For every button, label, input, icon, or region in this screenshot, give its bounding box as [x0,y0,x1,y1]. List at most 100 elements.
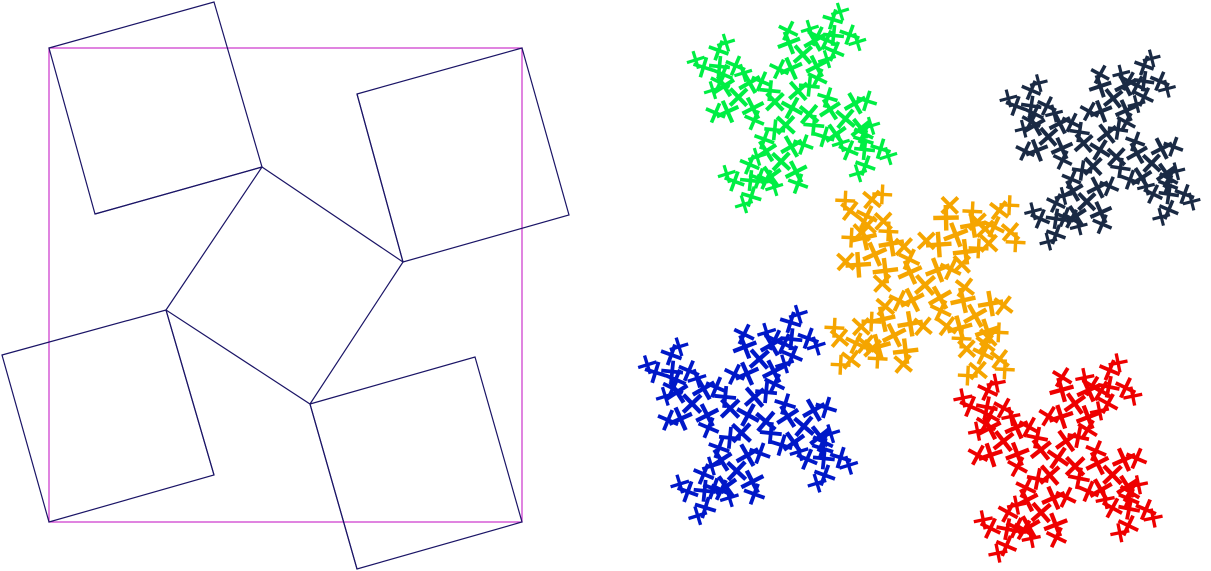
fractal-cross-arm [1149,508,1157,528]
fractal-cross-arm [1077,191,1097,212]
fractal-cross-arm [810,114,817,136]
fractal-cross-arm [1083,156,1103,177]
fractal-cross-arm [1090,440,1103,462]
fractal-cross-arm [917,231,936,251]
fractal-cross-arm [1085,455,1110,471]
fractal-cluster-navy [999,49,1201,251]
fractal-cross-arm [673,406,688,431]
fractal-cross-arm [832,317,837,338]
fractal-cross-arm [861,138,868,161]
fractal-cross-arm [1119,377,1132,399]
fractal-cross-arm [708,45,730,56]
fractal-cross-arm [748,109,761,131]
fractal-cross-arm [740,191,762,202]
fractal-cross-arm [780,393,791,416]
link-tl [94,166,263,215]
fractal-cross-arm [1040,95,1053,116]
fractal-cross-arm [1187,192,1196,211]
fractal-cross-arm [695,376,712,401]
fractal-cross-arm [875,138,886,160]
fractal-cross-arm [1014,124,1033,133]
fractal-cross-arm [739,177,762,184]
fractal-cross-arm [1054,192,1073,200]
fractal-cross-arm [1056,150,1069,170]
fractal-cross-arm [852,223,871,243]
fractal-cross-arm [1019,477,1033,499]
fractal-cross-arm [1046,485,1061,511]
fractal-cross-arm [692,368,702,389]
fractal-cross-arm [1125,145,1149,161]
fractal-cross-arm [720,100,735,124]
fractal-cross-arm [729,170,740,192]
fractal-cross-arm [886,230,896,257]
fractal-cross-arm [1142,177,1150,196]
fractal-cross-arm [1075,410,1101,424]
fractal-cross-arm [1029,202,1037,221]
fractal-cross-arm [979,510,987,530]
fractal-cross-arm [705,381,727,394]
fractal-cross-arm [1127,100,1146,108]
fractal-cluster-green [686,2,898,214]
fractal-cross-arm [669,360,676,383]
fractal-cross-arm [824,45,845,58]
fractal-cluster-orange [824,184,1026,386]
fractal-cluster-red [953,353,1163,563]
fractal-cross-arm [861,121,881,131]
fractal-cross-arm [949,222,963,248]
fractal-cross-arm [1095,99,1108,123]
fractal-cross-arm [783,135,800,158]
fractal-cross-arm [748,447,771,459]
fractal-cross-arm [1165,183,1173,205]
fractal-cross-arm [822,14,844,25]
fractal-cross-arm [821,429,841,439]
fractal-cross-arm [967,427,988,435]
fractal-cross-arm [988,549,1008,557]
fractal-cluster-blue [637,304,859,526]
fractal-cross-arm [692,468,715,481]
fractal-cross-arm [1015,145,1036,158]
fractal-cross-arm [1101,489,1109,510]
fractal-cross-arm [1119,174,1141,185]
fractal-cross-arm [1133,77,1155,85]
fractal-cross-arm [710,76,731,89]
fractal-cross-arm [835,446,846,469]
fractal-cross-arm [935,231,942,258]
fractal-cross-arm [844,455,854,475]
fractal-cross-arm [740,403,756,427]
fractal-cross-arm [1045,197,1066,210]
fractal-cross-arm [730,422,752,443]
fractal-cross-arm [776,407,800,425]
fractal-cross-arm [1158,171,1179,185]
fractal-cross-arm [1121,71,1135,92]
fractal-cross-arm [894,354,912,374]
fractal-cross-arm [682,480,694,503]
fractal-cross-arm [1133,60,1155,71]
fractal-cross-arm [655,391,675,401]
fractal-cross-arm [842,190,848,211]
construction-diagram [1,1,570,570]
fractal-cross-arm [968,246,989,251]
fractal-cross-arm [774,359,795,369]
fractal-cross-arm [952,255,972,274]
fractal-cross-arm [801,448,814,471]
fractal-cross-arm [1031,501,1051,524]
fractal-cross-arm [1152,213,1171,221]
bottom-left-square [1,309,215,523]
fractal-cross-arm [1154,71,1166,92]
fractal-cross-arm [886,322,902,348]
fractal-cross-arm [1010,95,1021,117]
fractal-cross-arm [780,336,803,343]
fractal-cross-arm [964,395,977,418]
fractal-cross-arm [1088,80,1112,92]
fractal-cross-arm [913,317,933,336]
fractal-cross-arm [904,287,921,313]
fractal-cross-arm [851,317,871,336]
fractal-cross-arm [751,75,772,88]
fractal-cross-arm [1110,529,1130,537]
fractal-cross-arm [1038,408,1059,424]
fractal-cross-arm [805,19,815,39]
fractal-cross-arm [1071,167,1093,174]
fractal-cross-arm [805,398,822,422]
bottom-right-square [309,356,523,570]
fractal-cross-arm [845,336,868,350]
